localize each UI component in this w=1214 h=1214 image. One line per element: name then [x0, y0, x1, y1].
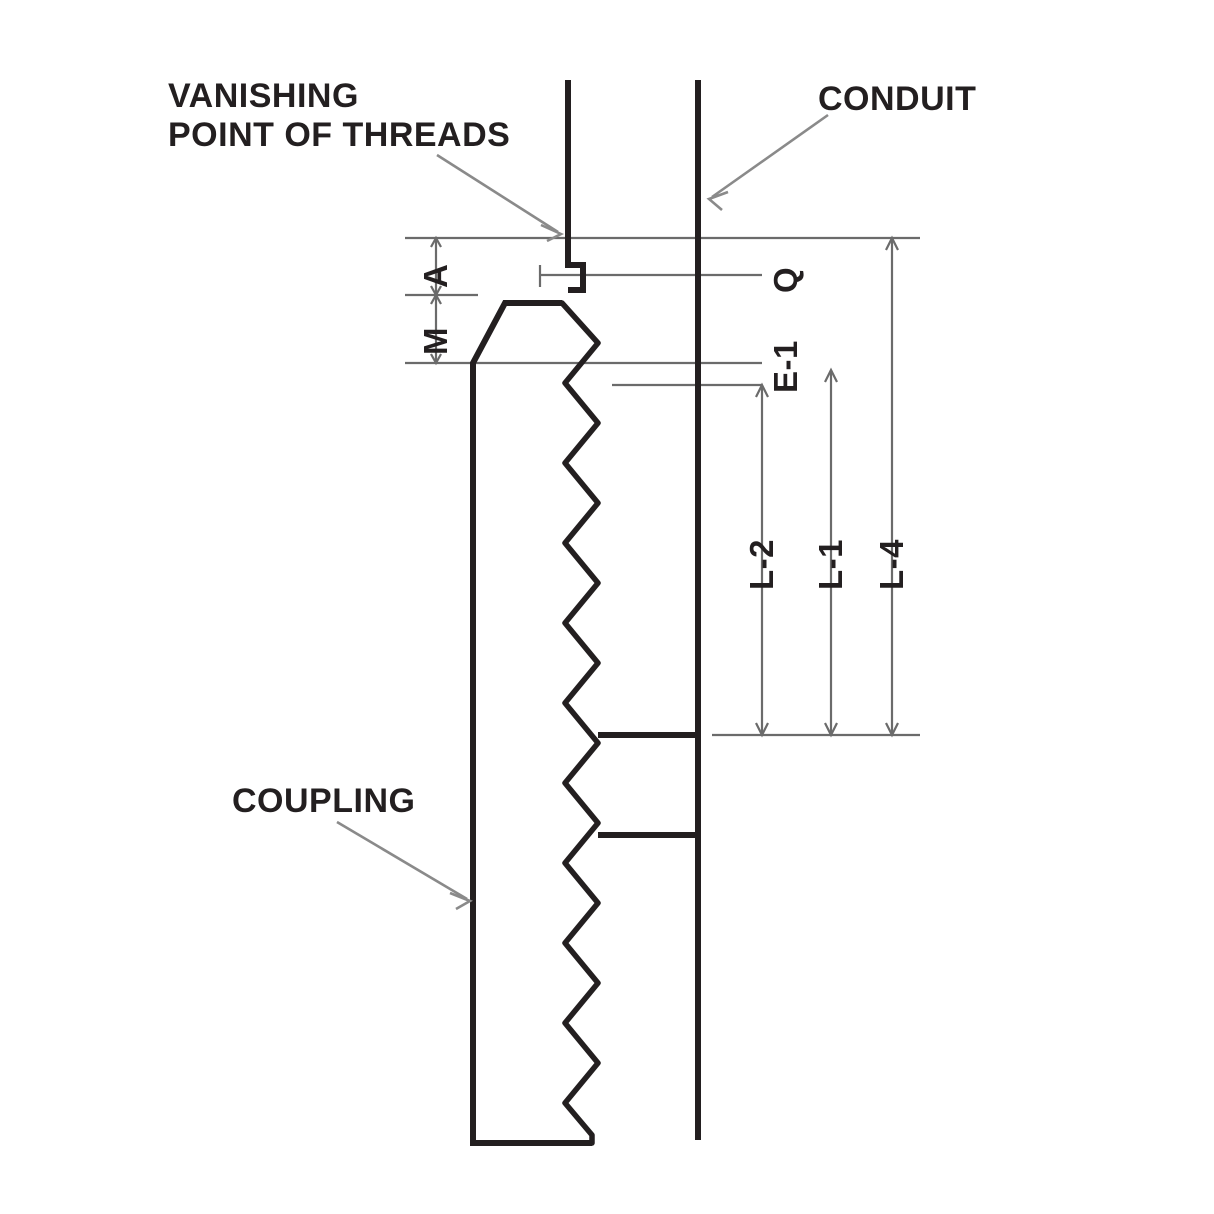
coupling-leader-line [336, 820, 468, 901]
l4-arrow-bottom [885, 722, 899, 738]
vanishing-point-label-line2: POINT OF THREADS [168, 116, 510, 154]
coupling-outer-body [470, 300, 592, 1146]
conduit-arrowhead [706, 190, 729, 211]
conduit-leader-line [711, 113, 829, 199]
vanishing-point-arrowhead [540, 223, 565, 243]
dim-label-m: M [417, 327, 454, 355]
l2-arrow-bottom [755, 722, 769, 738]
conduit-label: CONDUIT [818, 80, 976, 118]
l1-arrow-bottom [824, 722, 838, 738]
dim-label-l4: L-4 [873, 539, 910, 590]
coupling-label: COUPLING [232, 782, 415, 820]
dim-a-arrow-top [430, 235, 442, 248]
dim-label-q: Q [767, 267, 804, 293]
vanishing-point-label-line1: VANISHING [168, 77, 359, 115]
dim-label-e1: E-1 [767, 340, 804, 393]
l2-arrow-top [755, 382, 769, 398]
coupling-arrowhead [449, 891, 473, 911]
vanishing-point-leader-line [436, 153, 559, 234]
l4-arrow-top [885, 235, 899, 251]
dim-label-a: A [417, 264, 454, 288]
dim-m-arrow-top [430, 292, 442, 305]
coupling-thread-profile [559, 300, 601, 1146]
conduit-left-wall-with-step [565, 80, 586, 293]
dim-label-l2: L-2 [743, 539, 780, 590]
dim-label-l1: L-1 [812, 539, 849, 590]
l1-arrow-top [824, 367, 838, 383]
dim-m-arrow-bottom [430, 353, 442, 366]
